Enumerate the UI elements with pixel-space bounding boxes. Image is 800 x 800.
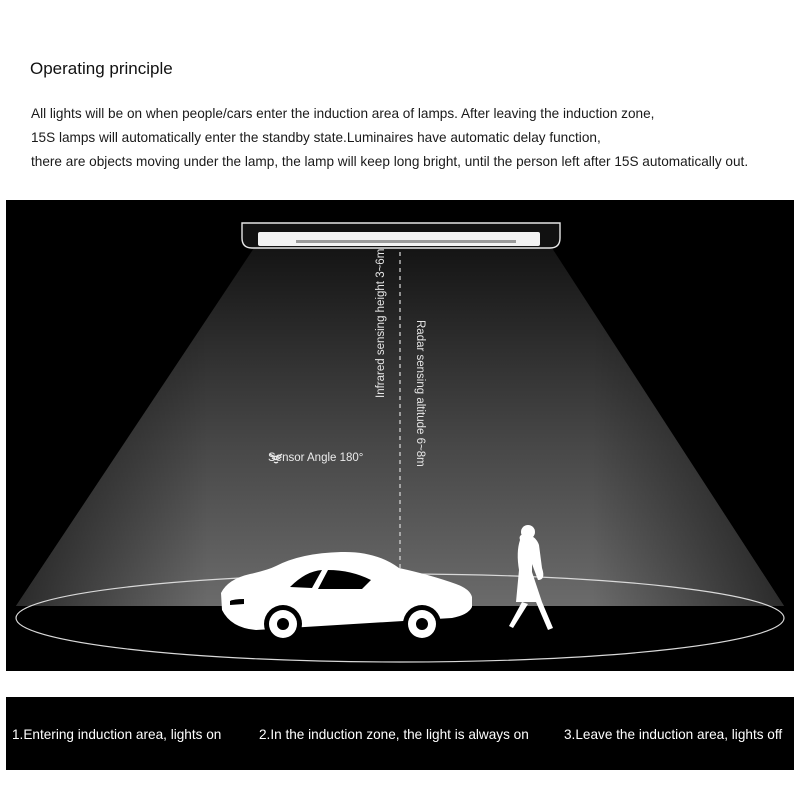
car-silhouette [221,551,472,643]
step-2: 2.In the induction zone, the light is al… [259,727,529,742]
steps-bar: 1.Entering induction area, lights on 2.I… [6,697,794,770]
light-beam-shade [16,248,784,606]
step-3: 3.Leave the induction area, lights off [564,727,783,742]
step-1: 1.Entering induction area, lights on [12,727,222,742]
description: All lights will be on when people/cars e… [31,102,791,174]
ceiling-lamp [241,222,561,249]
description-line: there are objects moving under the lamp,… [31,154,749,169]
sensor-angle-label: Sensor Angle 180° [268,452,364,464]
page-title: Operating principle [30,59,173,78]
sensor-wave-icon [269,453,283,464]
radar-altitude-label: Radar sensing altitude 6~8m [414,320,426,467]
diagram-graphic [15,222,785,663]
description-line: 15S lamps will automatically enter the s… [31,130,601,145]
infrared-height-label: Infrared sensing height 3~6m [375,248,387,398]
sensor-angle: Sensor Angle 180° [268,452,363,464]
walking-woman-silhouette [509,525,553,630]
sensing-diagram: Sensor Angle 180° [6,200,794,671]
description-line: All lights will be on when people/cars e… [31,106,655,121]
